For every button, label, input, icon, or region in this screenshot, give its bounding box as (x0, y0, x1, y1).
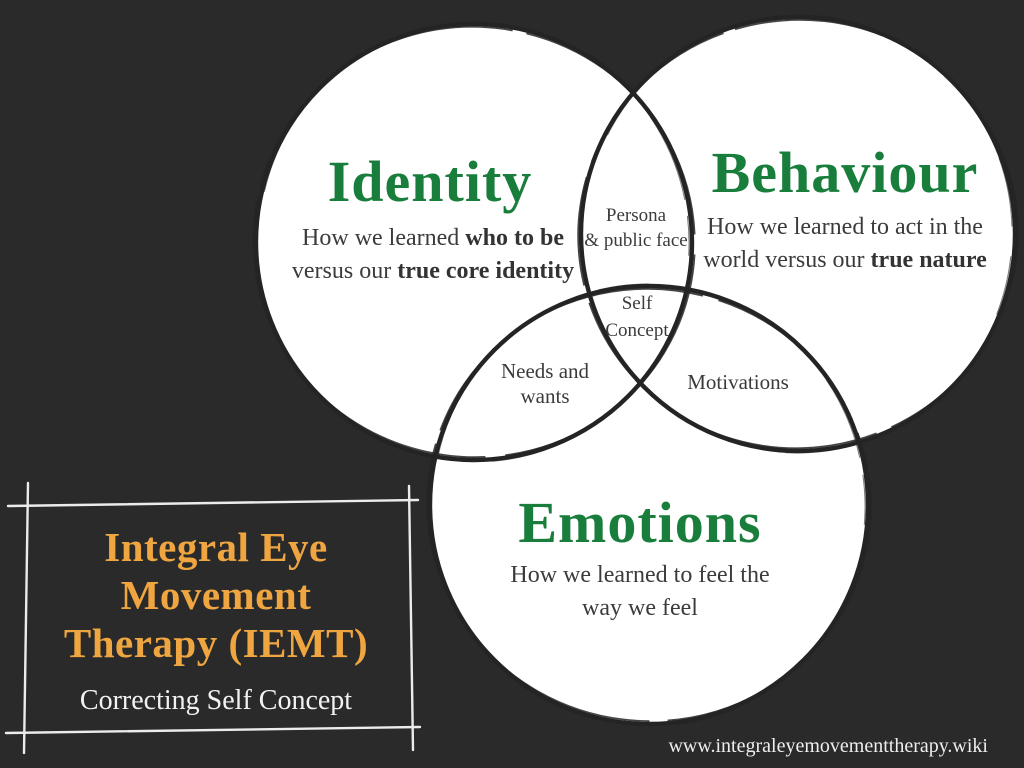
badge-frame (4, 481, 422, 755)
badge-frame-top (6, 498, 420, 508)
emotions-circle (430, 286, 868, 724)
venn-circle-outlines (252, 14, 1019, 727)
identity-desc-pre: How we learned (302, 225, 466, 251)
footer-url: www.integraleyemovementtherapy.wiki (668, 735, 988, 757)
behaviour-title: Behaviour (711, 140, 979, 205)
persona-line2: & public face (584, 230, 688, 251)
emotions-circle-outline (427, 283, 871, 727)
identity-desc-bold1: who to be (465, 225, 564, 251)
overlap-behaviour-emotions-label: Motivations (687, 370, 789, 394)
badge-frame-left (22, 481, 30, 755)
badge-frame-right (407, 484, 415, 752)
overlap-identity-behaviour-label: Persona & public face (551, 203, 721, 253)
badge-title: Integral Eye Movement Therapy (IEMT) (26, 523, 406, 667)
identity-circle-sketch2 (258, 21, 690, 463)
badge-title-line3: Therapy (IEMT) (63, 620, 369, 666)
persona-line1: Persona (605, 205, 667, 226)
emotions-desc-line1: How we learned to feel the (510, 562, 770, 588)
behaviour-desc-line1: How we learned to act in the (707, 214, 983, 240)
behaviour-desc-pre: world versus our (703, 247, 871, 273)
behaviour-circle-outline (578, 14, 1018, 454)
needs-wants-line1: Needs and (500, 359, 590, 383)
emotions-description: How we learned to feel the way we feel (445, 559, 835, 625)
identity-desc-bold2: true core identity (397, 258, 575, 284)
overlap-identity-emotions-label: Needs and wants (460, 359, 630, 409)
behaviour-desc-bold: true nature (870, 247, 987, 273)
behaviour-circle-sketch (577, 19, 1019, 449)
self-concept-line2: Concept (605, 320, 669, 341)
emotions-circle-sketch2 (432, 283, 866, 727)
emotions-title: Emotions (518, 490, 762, 555)
badge-frame-bottom (4, 725, 422, 735)
emotions-circle-sketch (426, 288, 872, 722)
overlap-center-label: Self Concept (552, 290, 722, 344)
badge-title-line2: Movement (120, 572, 312, 618)
emotions-desc-line2: way we feel (582, 595, 698, 621)
badge-subtitle: Correcting Self Concept (79, 685, 353, 716)
behaviour-description: How we learned to act in the world versu… (650, 211, 1024, 277)
self-concept-line1: Self (621, 293, 653, 314)
identity-desc-mid: versus our (291, 258, 398, 284)
identity-circle-outline (253, 21, 695, 463)
badge-title-line1: Integral Eye (104, 524, 328, 570)
identity-description: How we learned who to be versus our true… (238, 222, 628, 288)
identity-title: Identity (327, 149, 533, 214)
venn-circle-fills (256, 17, 1015, 724)
needs-wants-line2: wants (520, 384, 570, 408)
identity-circle-sketch (252, 26, 696, 458)
